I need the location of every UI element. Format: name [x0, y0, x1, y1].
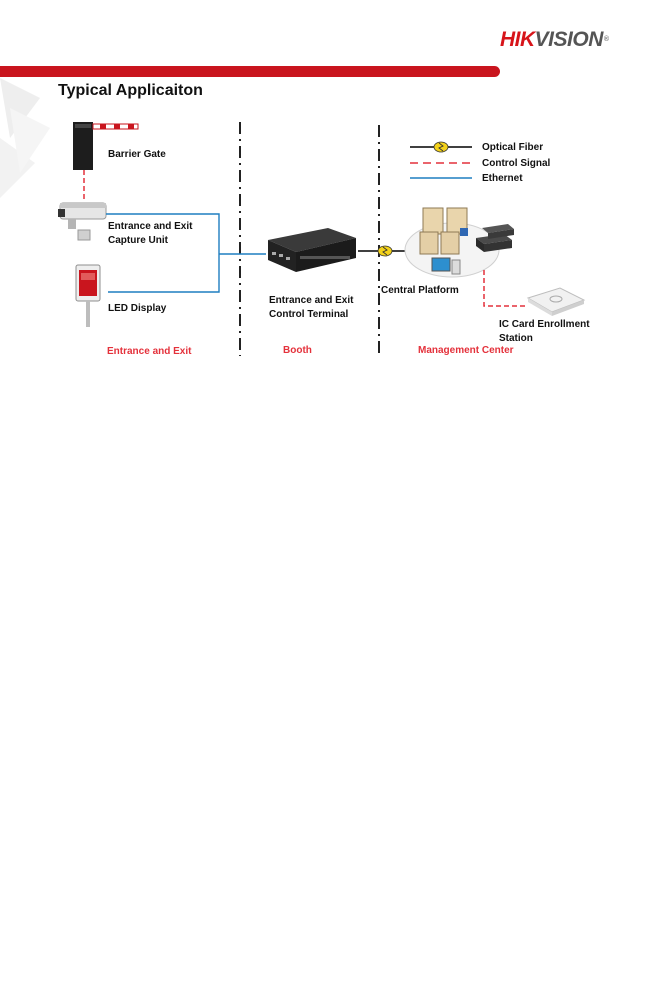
optical-fiber-marker-icon: [377, 245, 393, 257]
logo-text-vision: VISION: [534, 28, 604, 51]
led-display-icon: [75, 264, 101, 327]
header-banner: [0, 66, 500, 77]
capture-unit-label-line1: Entrance and Exit: [108, 221, 193, 232]
control-terminal-label-line1: Entrance and Exit: [269, 295, 354, 306]
control-signal-line-ic-card: [483, 270, 528, 307]
capture-unit-label-line2: Capture Unit: [108, 235, 168, 246]
central-platform-icon: [404, 207, 514, 278]
zone-entrance-exit-label: Entrance and Exit: [107, 346, 192, 357]
zone-booth-label: Booth: [283, 345, 312, 356]
legend-control-signal-label: Control Signal: [482, 158, 551, 169]
ic-card-label-line2: Station: [499, 333, 533, 344]
legend-optical-fiber-marker-icon: [433, 141, 449, 153]
page-title: Typical Applicaiton: [58, 82, 203, 99]
led-display-label: LED Display: [108, 303, 167, 314]
decorative-shapes: [0, 78, 50, 198]
barrier-gate-icon: [73, 122, 139, 170]
legend-optical-fiber-label: Optical Fiber: [482, 142, 544, 153]
ic-card-station-icon: [526, 287, 586, 316]
legend-ethernet-label: Ethernet: [482, 173, 523, 184]
barrier-gate-label: Barrier Gate: [108, 149, 166, 160]
control-terminal-icon: [268, 228, 356, 272]
control-terminal-label-line2: Control Terminal: [269, 309, 349, 320]
network-diagram: [58, 122, 586, 356]
zone-management-center-label: Management Center: [418, 345, 514, 356]
hikvision-logo: HIKVISION®: [500, 28, 609, 52]
central-platform-label: Central Platform: [381, 285, 459, 296]
capture-camera-icon: [58, 202, 107, 241]
logo-registered-mark: ®: [603, 36, 609, 43]
ethernet-line-devices: [106, 213, 220, 293]
logo-text-hik: HIK: [500, 28, 535, 51]
ic-card-label-line1: IC Card Enrollment: [499, 319, 590, 330]
